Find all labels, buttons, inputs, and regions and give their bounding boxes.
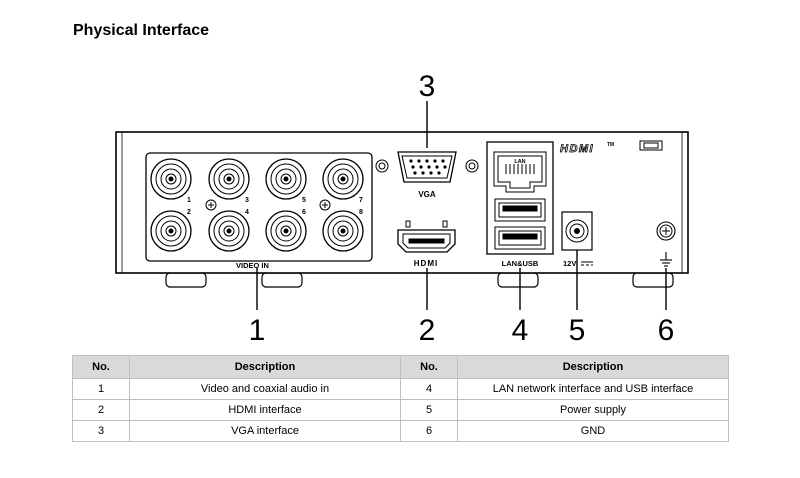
- row-description: HDMI interface: [129, 399, 401, 421]
- usb-port-1: [494, 198, 546, 222]
- lan-port: [493, 151, 547, 193]
- vga-screw-left: [375, 159, 389, 173]
- bnc-connector-3: [208, 158, 250, 200]
- row-description: GND: [457, 420, 729, 442]
- lan-usb-label: LAN&USB: [502, 259, 539, 268]
- bnc-block: [145, 152, 373, 262]
- callout-4: 4: [512, 314, 529, 347]
- ground-symbol-icon: [660, 252, 672, 267]
- row-no: 5: [400, 399, 458, 421]
- bnc-number-6: 6: [302, 209, 306, 216]
- foot-right-2: [632, 272, 674, 288]
- bnc-number-8: 8: [359, 209, 363, 216]
- bnc-connector-8: [322, 210, 364, 252]
- hdmi-trademark: TM: [607, 142, 614, 148]
- callout-2: 2: [419, 314, 436, 347]
- bnc-connectors: [150, 158, 364, 252]
- foot-left-2: [261, 272, 303, 288]
- row-no: 4: [400, 378, 458, 400]
- bnc-connector-7: [322, 158, 364, 200]
- page-title: Physical Interface: [73, 22, 210, 39]
- screw-icon: [205, 199, 217, 211]
- bnc-number-4: 4: [245, 209, 249, 216]
- vga-label: VGA: [418, 190, 436, 199]
- table-row: 3 VGA interface 6 GND: [72, 420, 729, 442]
- table-row: 2 HDMI interface 5 Power supply: [72, 399, 729, 421]
- power-jack: [561, 211, 593, 251]
- row-description: Power supply: [457, 399, 729, 421]
- foot-right-1: [497, 272, 539, 288]
- screw-icon: [319, 199, 331, 211]
- row-no: 2: [72, 399, 130, 421]
- callout-5: 5: [569, 314, 586, 347]
- row-no: 6: [400, 420, 458, 442]
- bnc-connector-6: [265, 210, 307, 252]
- row-description: Video and coaxial audio in: [129, 378, 401, 400]
- interface-table: No. Description No. Description 1 Video …: [72, 355, 729, 442]
- hdmi-port-label: HDMI: [414, 259, 438, 268]
- dc-symbol-icon: [581, 261, 593, 266]
- header-description-left: Description: [129, 355, 401, 379]
- bnc-number-7: 7: [359, 197, 363, 204]
- row-no: 1: [72, 378, 130, 400]
- row-description: VGA interface: [129, 420, 401, 442]
- hdmi-port: [397, 220, 456, 253]
- callout-3: 3: [419, 70, 436, 103]
- header-no-right: No.: [400, 355, 458, 379]
- vga-screw-right: [465, 159, 479, 173]
- rear-panel-diagram: 1 2 3 4 5 6 7 8 VIDEO IN VGA HDMI LAN: [115, 70, 689, 347]
- bnc-number-2: 2: [187, 209, 191, 216]
- bnc-connector-2: [150, 210, 192, 252]
- row-description: LAN network interface and USB interface: [457, 378, 729, 400]
- bnc-number-5: 5: [302, 197, 306, 204]
- row-no: 3: [72, 420, 130, 442]
- header-description-right: Description: [457, 355, 729, 379]
- hdmi-logo: HDMI: [560, 143, 594, 155]
- callout-1: 1: [249, 314, 266, 347]
- bnc-connector-5: [265, 158, 307, 200]
- ground-screw: [656, 221, 676, 241]
- table-header-row: No. Description No. Description: [72, 355, 729, 379]
- bnc-number-3: 3: [245, 197, 249, 204]
- usb-port-2: [494, 226, 546, 250]
- bnc-number-1: 1: [187, 197, 191, 204]
- lan-jack-label: LAN: [514, 159, 525, 165]
- vga-port: [375, 151, 479, 183]
- bnc-connector-1: [150, 158, 192, 200]
- bnc-connector-4: [208, 210, 250, 252]
- video-in-label: VIDEO IN: [236, 261, 269, 270]
- callout-leaders: [256, 101, 667, 310]
- badge-slot: [639, 140, 663, 151]
- table-row: 1 Video and coaxial audio in 4 LAN netwo…: [72, 378, 729, 400]
- power-label: 12V: [563, 259, 576, 268]
- callout-6: 6: [658, 314, 675, 347]
- header-no-left: No.: [72, 355, 130, 379]
- foot-left-1: [165, 272, 207, 288]
